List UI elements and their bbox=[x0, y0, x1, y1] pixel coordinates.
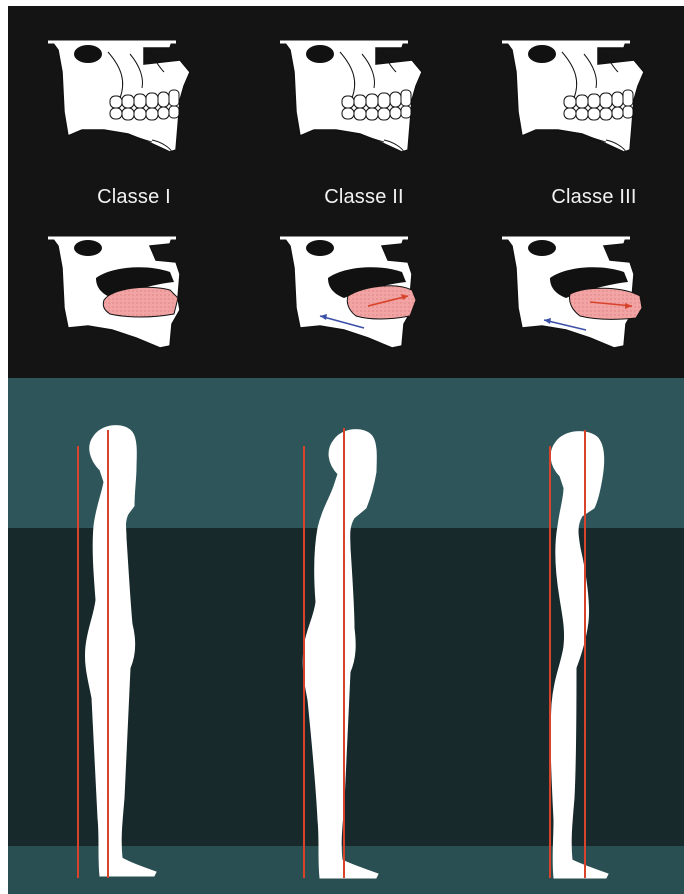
tongue-icon-class-2 bbox=[280, 238, 416, 348]
body-silhouette-icon-class-2 bbox=[303, 428, 378, 878]
body-silhouette-icon-class-1 bbox=[78, 426, 156, 878]
body-silhouette-icon-class-3 bbox=[550, 430, 608, 878]
skull-icon-class-1 bbox=[48, 42, 190, 152]
illustration-plate: Classe I Classe II Classe III bbox=[8, 6, 684, 894]
tongue-icon-class-3 bbox=[502, 238, 642, 348]
posture-drawings bbox=[8, 378, 684, 894]
tongue-icon-class-1 bbox=[48, 238, 180, 348]
posture-comparison-panel bbox=[8, 378, 684, 894]
class-2-label: Classe II bbox=[274, 186, 454, 209]
skull-icon-class-2 bbox=[280, 42, 422, 152]
skull-icon-class-3 bbox=[502, 42, 644, 152]
class-3-label: Classe III bbox=[504, 186, 684, 209]
class-1-label: Classe I bbox=[44, 186, 224, 209]
jaw-comparison-panel: Classe I Classe II Classe III bbox=[8, 6, 684, 378]
